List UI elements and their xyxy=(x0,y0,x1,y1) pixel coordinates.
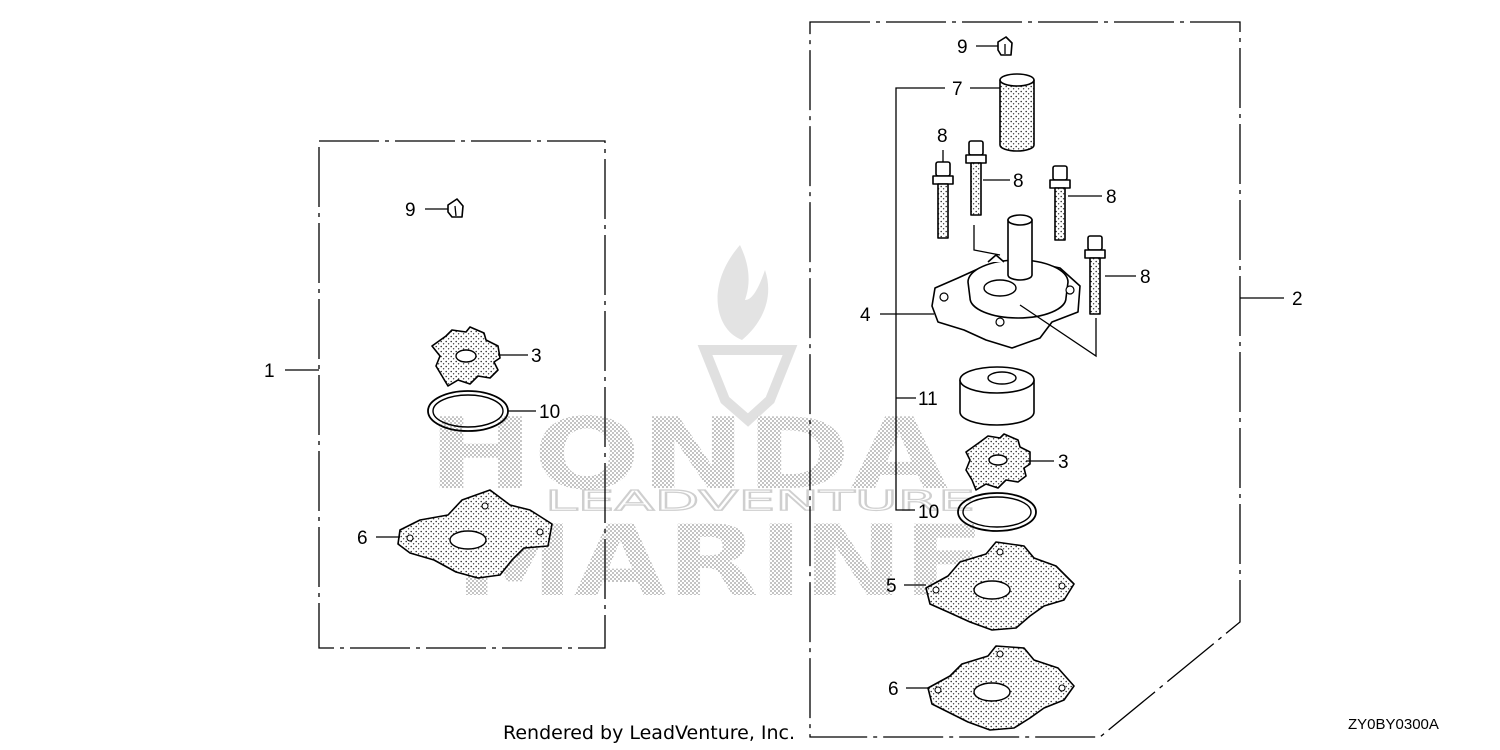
callout-10: 10 xyxy=(918,502,939,523)
kit-2-group: 2 9 7 8 8 xyxy=(809,21,1303,738)
bolt-part xyxy=(1084,235,1106,315)
callout-6: 6 xyxy=(357,528,368,549)
callout-7: 7 xyxy=(952,79,963,100)
kit-2-frame xyxy=(809,21,1241,738)
honda-wing-logo xyxy=(697,245,798,427)
bolt-part xyxy=(932,161,954,239)
kit-1-frame xyxy=(318,140,606,649)
callout-8d: 8 xyxy=(1140,267,1151,288)
gasket-part xyxy=(927,645,1075,731)
callout-3: 3 xyxy=(1058,452,1069,473)
callout-3: 3 xyxy=(531,346,542,367)
kit-1-label: 1 xyxy=(264,361,275,382)
kit-1-group: 1 9 3 10 6 xyxy=(264,140,606,649)
gasket-part xyxy=(397,489,553,579)
watermark: HONDA LEADVENTURE MARINE xyxy=(428,245,985,619)
callout-6: 6 xyxy=(888,679,899,700)
plate-part xyxy=(925,541,1075,631)
tube-part xyxy=(999,73,1035,152)
o-ring-part xyxy=(957,492,1037,532)
callout-11: 11 xyxy=(918,389,938,410)
callout-9: 9 xyxy=(405,200,416,221)
impeller-part xyxy=(965,433,1031,491)
bolt-part xyxy=(1049,165,1071,241)
kit-2-label: 2 xyxy=(1292,289,1303,310)
diagram-code: ZY0BY0300A xyxy=(1348,716,1439,733)
callout-5: 5 xyxy=(886,576,897,597)
callout-8b: 8 xyxy=(1013,171,1024,192)
callout-4: 4 xyxy=(860,305,871,326)
callout-8a: 8 xyxy=(937,126,948,147)
liner-part xyxy=(959,366,1035,426)
callout-10: 10 xyxy=(539,402,560,423)
watermark-line2: LEADVENTURE xyxy=(545,484,975,517)
pump-housing-part xyxy=(931,214,1081,349)
callout-9: 9 xyxy=(957,37,968,58)
key-part xyxy=(447,198,464,218)
impeller-part xyxy=(431,326,501,387)
callout-8c: 8 xyxy=(1106,187,1117,208)
rendered-by-credit: Rendered by LeadVenture, Inc. xyxy=(503,722,795,744)
bolt-part xyxy=(965,140,987,216)
watermark-line1: HONDA xyxy=(428,398,948,512)
key-part xyxy=(997,36,1013,56)
